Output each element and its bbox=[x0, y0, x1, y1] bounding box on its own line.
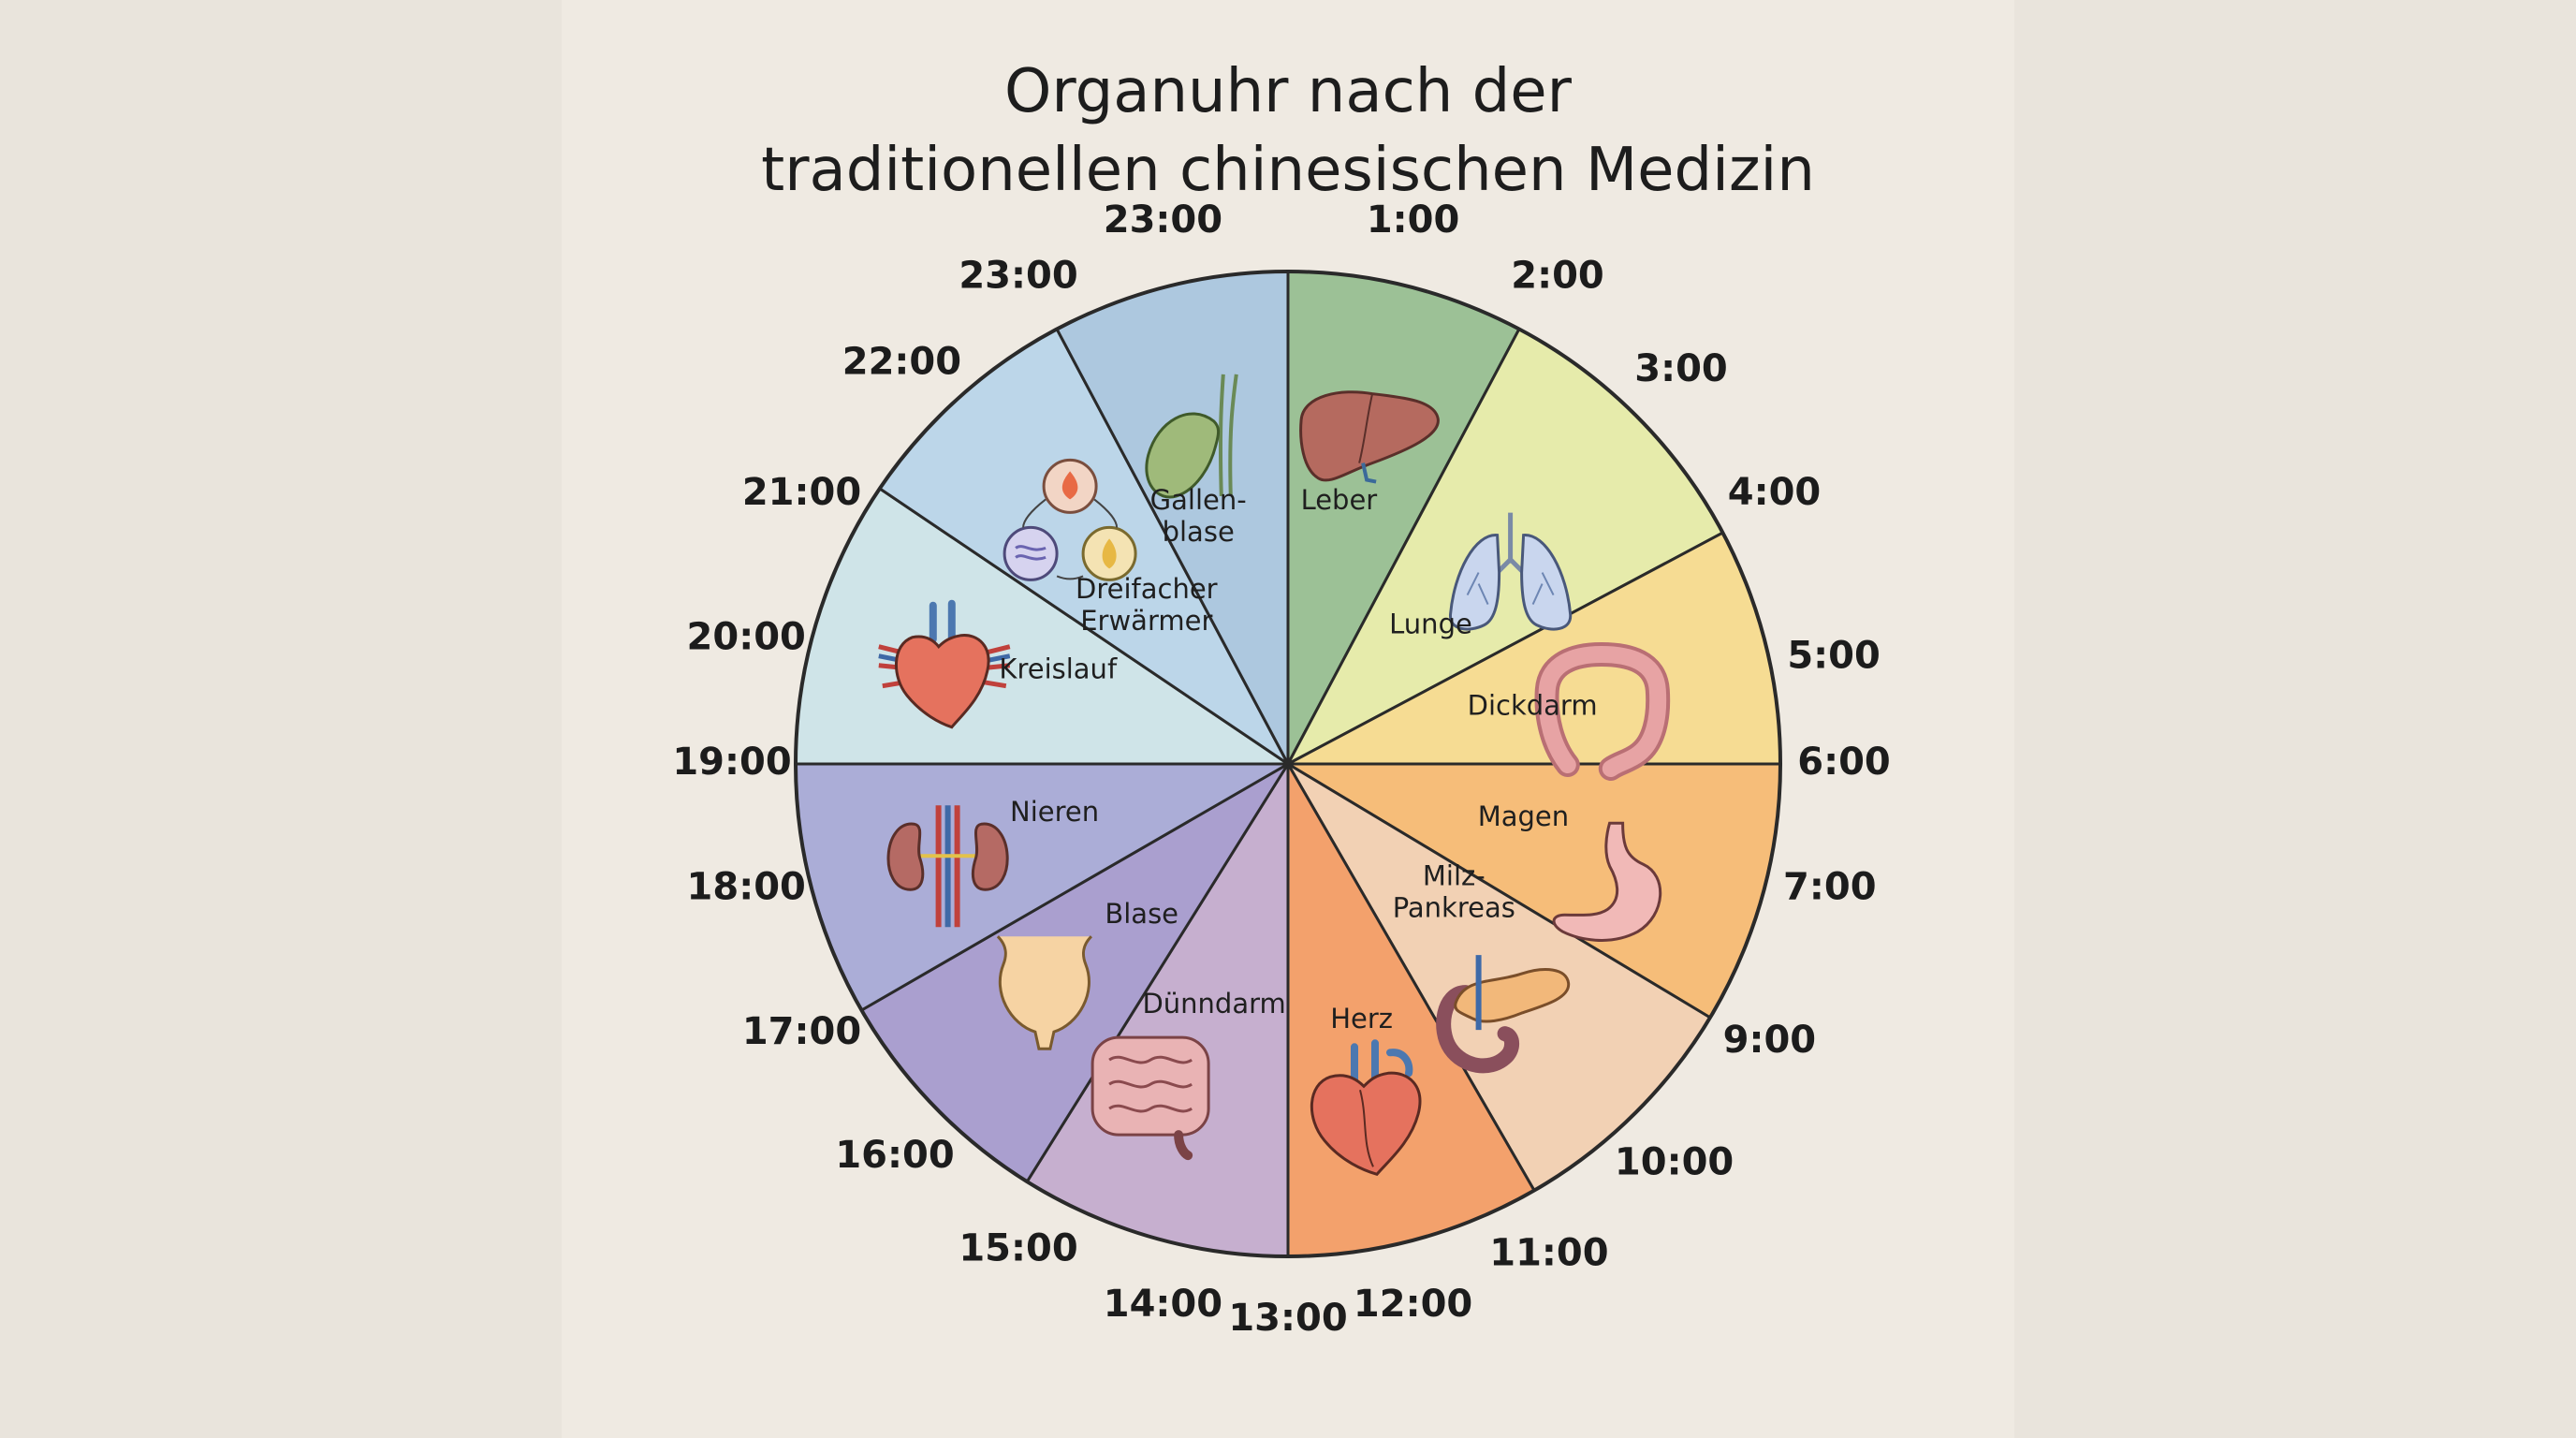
time-label-5: 5:00 bbox=[1787, 635, 1881, 678]
organ-label-6-0: Dünndarm bbox=[1142, 988, 1285, 1020]
clock-organ-labels: LeberLungeDickdarmMagenMilz-PankreasHerz… bbox=[999, 484, 1597, 1034]
organ-label-3-0: Magen bbox=[1478, 800, 1569, 832]
organ-label-1-0: Lunge bbox=[1389, 609, 1472, 640]
time-label-0: 23:00 bbox=[1104, 198, 1222, 242]
time-label-22: 23:00 bbox=[959, 255, 1077, 298]
time-label-15: 16:00 bbox=[835, 1134, 954, 1177]
time-label-17: 18:00 bbox=[687, 866, 806, 909]
large-intestine-icon bbox=[1534, 641, 1671, 781]
organ-label-11-1: blase bbox=[1163, 516, 1235, 548]
heart-icon bbox=[1310, 1039, 1422, 1177]
organ-label-0-0: Leber bbox=[1301, 484, 1378, 516]
lungs-icon bbox=[1449, 512, 1573, 631]
time-label-6: 6:00 bbox=[1797, 741, 1891, 784]
pancreas-icon bbox=[1436, 955, 1571, 1074]
organ-label-5-0: Herz bbox=[1330, 1003, 1393, 1034]
organ-label-8-0: Nieren bbox=[1010, 796, 1099, 828]
liver-icon bbox=[1299, 390, 1440, 484]
organ-label-2-0: Dickdarm bbox=[1468, 690, 1598, 722]
time-label-18: 19:00 bbox=[672, 741, 791, 784]
triple-burner-icon bbox=[1003, 458, 1137, 581]
circulation-heart-icon bbox=[878, 599, 1011, 729]
small-intestine-icon bbox=[1090, 1035, 1210, 1161]
time-label-20: 21:00 bbox=[742, 471, 861, 514]
time-label-16: 17:00 bbox=[742, 1010, 861, 1053]
clock-time-labels: 23:00 1:00 2:00 3:00 4:00 5:00 6:00 7:00 9:00 10:… bbox=[672, 198, 1890, 1340]
kidneys-icon bbox=[886, 805, 1009, 928]
title-line-2: traditionellen chinesischen Medizin bbox=[761, 136, 1815, 205]
time-label-7: 7:00 bbox=[1783, 866, 1877, 909]
organ-label-9-0: Kreislauf bbox=[999, 653, 1118, 685]
time-label-4: 4:00 bbox=[1728, 471, 1822, 514]
stomach-icon bbox=[1552, 821, 1662, 942]
organ-label-11-0: Gallen- bbox=[1150, 484, 1247, 516]
time-label-11: 12:00 bbox=[1354, 1283, 1472, 1326]
time-label-12: 13:00 bbox=[1228, 1297, 1347, 1340]
time-label-19: 20:00 bbox=[687, 615, 806, 658]
time-label-10: 11:00 bbox=[1489, 1232, 1608, 1275]
time-label-21: 22:00 bbox=[842, 341, 961, 384]
gallbladder-icon bbox=[1145, 374, 1238, 499]
organ-label-7-0: Blase bbox=[1105, 898, 1178, 930]
clock-rim bbox=[794, 270, 1782, 1258]
bladder-icon bbox=[996, 935, 1092, 1050]
clock-icons bbox=[878, 374, 1671, 1177]
time-label-8: 9:00 bbox=[1723, 1019, 1817, 1062]
time-label-9: 10:00 bbox=[1615, 1140, 1734, 1183]
time-label-13: 14:00 bbox=[1104, 1283, 1222, 1326]
organ-label-10-1: Erwärmer bbox=[1080, 605, 1212, 637]
organ-label-4-0: Milz- bbox=[1423, 860, 1486, 892]
page-title: Organuhr nach der traditionellen chinesi… bbox=[562, 52, 2014, 210]
organ-label-4-1: Pankreas bbox=[1393, 892, 1515, 924]
time-label-3: 3:00 bbox=[1634, 347, 1728, 390]
time-label-1: 1:00 bbox=[1367, 198, 1460, 242]
time-label-2: 2:00 bbox=[1511, 255, 1604, 298]
title-line-1: Organuhr nach der bbox=[1004, 57, 1572, 126]
organ-label-10-0: Dreifacher bbox=[1076, 573, 1218, 605]
time-label-14: 15:00 bbox=[959, 1227, 1077, 1270]
